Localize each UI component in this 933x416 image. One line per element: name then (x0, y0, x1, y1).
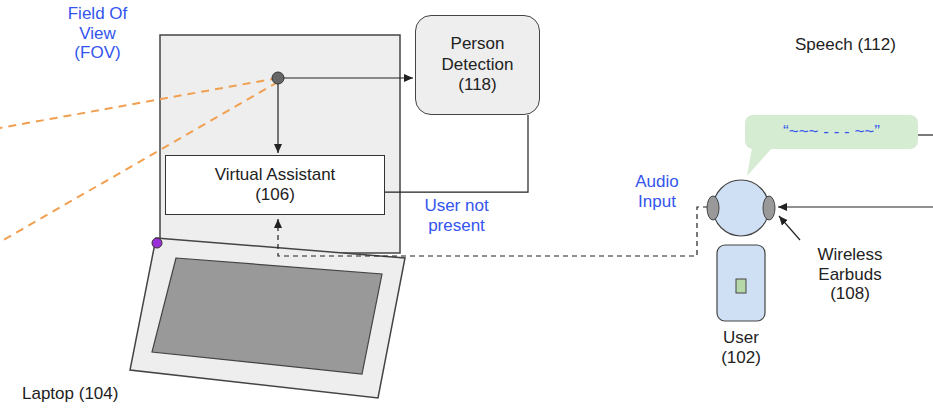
laptop-base (130, 238, 405, 398)
bubble-tail (747, 148, 772, 176)
user-head (713, 180, 769, 236)
camera-arrow (277, 83, 278, 153)
camera (272, 72, 284, 84)
earbud (707, 196, 719, 220)
edge-label: User not present (407, 196, 507, 235)
callout-label: Speech (112) (795, 35, 896, 55)
leader-line (779, 216, 800, 240)
connector (385, 115, 528, 192)
node-text: Virtual Assistant (106) (200, 165, 350, 206)
node-text: “~~~ - - - ~~” (783, 122, 880, 142)
power-led (152, 238, 162, 248)
user-body (717, 245, 765, 321)
part-label: Wireless Earbuds (108) (800, 245, 900, 304)
node-text: Person Detection (118) (428, 34, 528, 95)
audio-in-line (778, 206, 933, 207)
laptop-screen (160, 35, 400, 253)
process-box: Person Detection (118) (415, 15, 540, 115)
part-label: Laptop (104) (22, 384, 162, 404)
camera-arrow (282, 77, 413, 78)
fov-label: Field Of View (FOV) (55, 4, 140, 63)
user-device (736, 279, 746, 293)
part-label: User (102) (710, 328, 772, 367)
laptop-keyboard (152, 258, 382, 374)
speech-out-line (918, 134, 933, 135)
speech-bubble: Speech (112)“~~~ - - - ~~” (745, 115, 918, 149)
signal-label: Audio Input (622, 172, 692, 211)
process-box: Virtual Assistant (106) (165, 155, 385, 215)
earbud (763, 196, 775, 220)
fov-line (0, 78, 278, 128)
